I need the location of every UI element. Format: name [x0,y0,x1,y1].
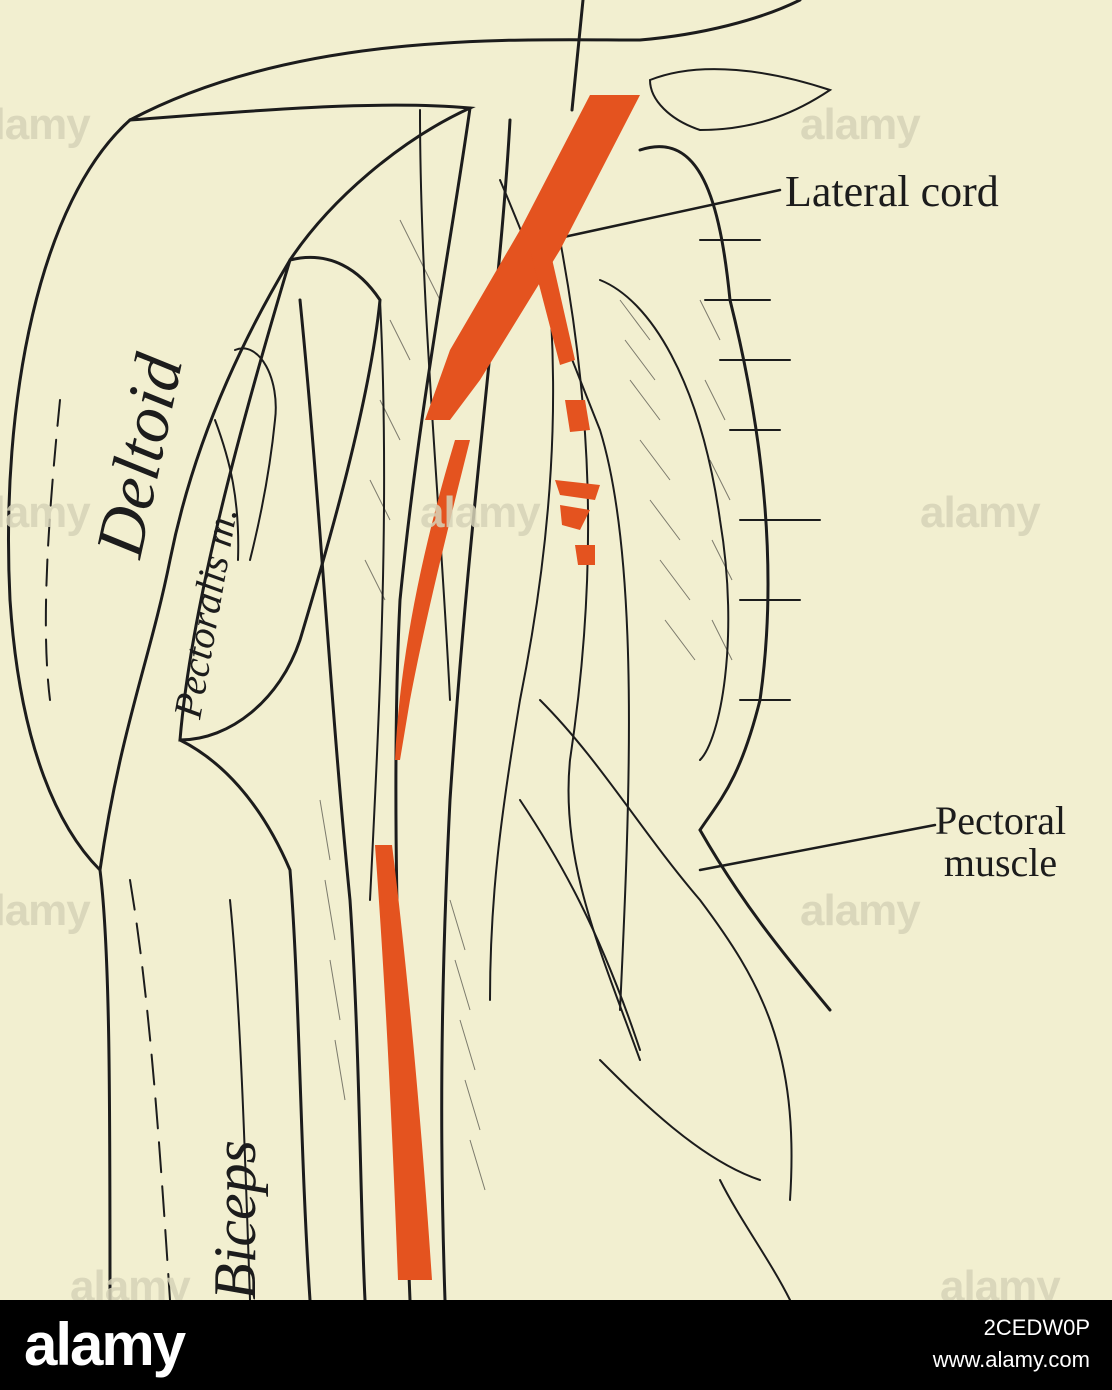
lateral-cord-leader [548,188,782,242]
biceps-outline [178,738,312,1300]
image-id: 2CEDW0P [983,1315,1090,1340]
brachial-artery-upper [395,440,470,760]
alamy-logo[interactable]: alamy [24,1311,186,1378]
lateral-cord-label: Lateral cord [785,167,999,216]
deltoid-label: Deltoid [80,347,197,564]
pectoral-muscle-label-line1: Pectoral [935,798,1067,843]
upper-outline [128,0,802,122]
clavicle-fragment [648,68,833,132]
image-credit: 2CEDW0P www.alamy.com [933,1312,1090,1376]
arm-drawing: Deltoid Pectoralis m. Biceps [7,0,937,1300]
artery-shapes [375,95,640,1280]
site-url[interactable]: www.alamy.com [932,1347,1090,1372]
watermark: alamy [420,488,541,537]
top-leader-line [570,0,585,112]
watermark: alamy [0,100,91,149]
anatomical-illustration: Deltoid Pectoralis m. Biceps Lateral cor… [0,0,1067,1311]
watermark: alamy [0,886,91,935]
pectoral-leader [698,823,937,872]
footer-bar: alamy 2CEDW0P www.alamy.com [0,1300,1112,1390]
watermark: alamy [800,100,921,149]
biceps-label: Biceps [202,1140,268,1300]
pectoral-muscle-label: Pectoral muscle [935,800,1066,884]
watermark: alamy [0,488,91,537]
deltoid-outline [7,118,132,1300]
pectoral-muscle-label-line2: muscle [943,840,1058,885]
pectoral-muscle-outline [638,145,832,1012]
watermark: alamy [800,886,921,935]
watermark: alamy [920,488,1041,537]
brachial-artery-lower [375,845,432,1280]
